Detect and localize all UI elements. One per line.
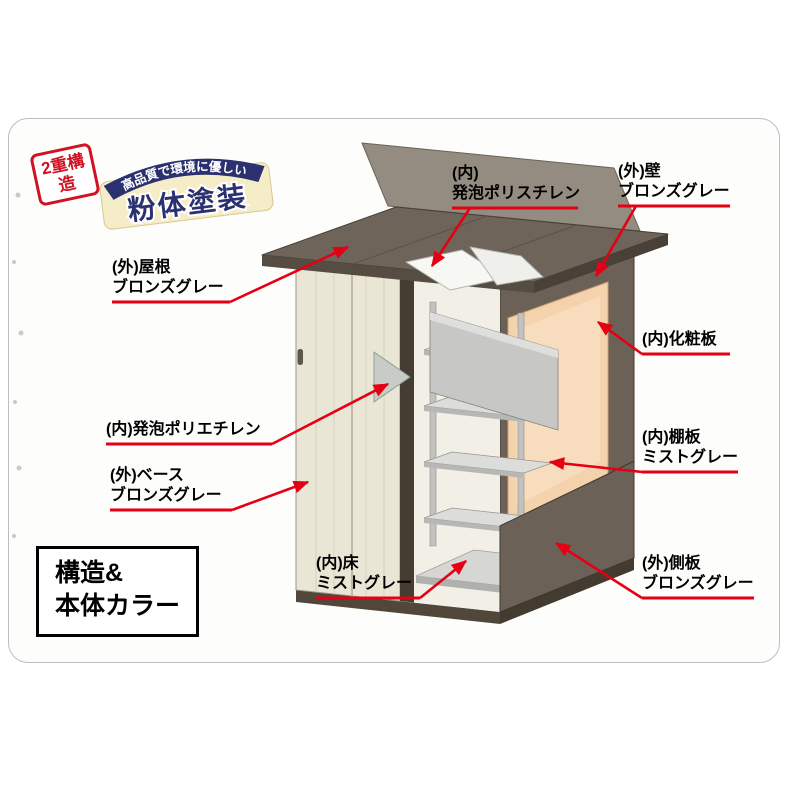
callout-floor-line1: (内)床 <box>316 555 359 572</box>
callout-veneer-line1: (内)化粧板 <box>642 331 717 348</box>
callout-polystyrene-line1: (内) <box>452 165 479 182</box>
callout-lines <box>106 204 754 600</box>
callout-label-veneer: (内)化粧板 <box>642 330 717 350</box>
callout-floor-line2: ミストグレー <box>316 575 413 592</box>
callout-label-roof: (外)屋根 ブロンズグレー <box>112 258 224 298</box>
callout-line-floor <box>316 559 468 600</box>
callout-label-wall: (外)壁 ブロンズグレー <box>618 162 730 202</box>
section-title-box: 構造& 本体カラー <box>36 546 200 637</box>
door-edge-frame <box>400 279 414 603</box>
callout-label-base: (外)ベース ブロンズグレー <box>110 466 222 506</box>
callout-line-polyethylene <box>106 382 390 446</box>
callout-wall-line2: ブロンズグレー <box>618 183 730 200</box>
polystyrene-foam-2 <box>469 246 544 286</box>
floor-front-edge <box>416 576 504 593</box>
callout-side-line1: (外)側板 <box>642 555 701 572</box>
callout-roof-line1: (外)屋根 <box>112 259 171 276</box>
door-panel-lines <box>315 270 385 600</box>
panel-texture-dots <box>12 192 24 538</box>
base-plinth-side <box>500 558 634 624</box>
shed-illustration <box>261 142 669 624</box>
door-handle <box>297 349 303 365</box>
callout-line-shelf <box>548 457 738 474</box>
callout-line-veneer <box>596 320 730 356</box>
callout-line-wall <box>594 204 730 278</box>
callout-side-line2: ブロンズグレー <box>642 575 754 592</box>
callout-label-shelf: (内)棚板 ミストグレー <box>642 428 738 468</box>
callout-line-polystyrene <box>430 206 578 268</box>
section-title-line2: 本体カラー <box>55 591 181 620</box>
callout-shelf-line2: ミストグレー <box>642 449 739 466</box>
callout-line-base <box>110 480 310 512</box>
callout-base-line1: (外)ベース <box>110 467 184 484</box>
side-panel-lower <box>499 460 635 613</box>
callout-shelf-line1: (内)棚板 <box>642 429 701 446</box>
callout-line-roof <box>112 245 350 304</box>
callout-base-line2: ブロンズグレー <box>110 487 222 504</box>
callout-polyethylene-line1: (内)発泡ポリエチレン <box>106 421 261 438</box>
callout-label-side: (外)側板 ブロンズグレー <box>642 554 754 594</box>
callout-roof-line2: ブロンズグレー <box>112 279 224 296</box>
callout-wall-line1: (外)壁 <box>618 163 661 180</box>
callout-label-polystyrene: (内) 発泡ポリスチレン <box>452 164 580 204</box>
leaning-board-top <box>430 312 558 358</box>
callout-label-floor: (内)床 ミストグレー <box>316 554 412 594</box>
callout-label-polyethylene: (内)発泡ポリエチレン <box>106 420 261 440</box>
section-title-line1: 構造& <box>55 559 124 587</box>
callout-line-side <box>554 541 754 600</box>
stamp-ribbon <box>103 158 265 200</box>
callout-polystyrene-line2: 発泡ポリスチレン <box>452 185 581 202</box>
